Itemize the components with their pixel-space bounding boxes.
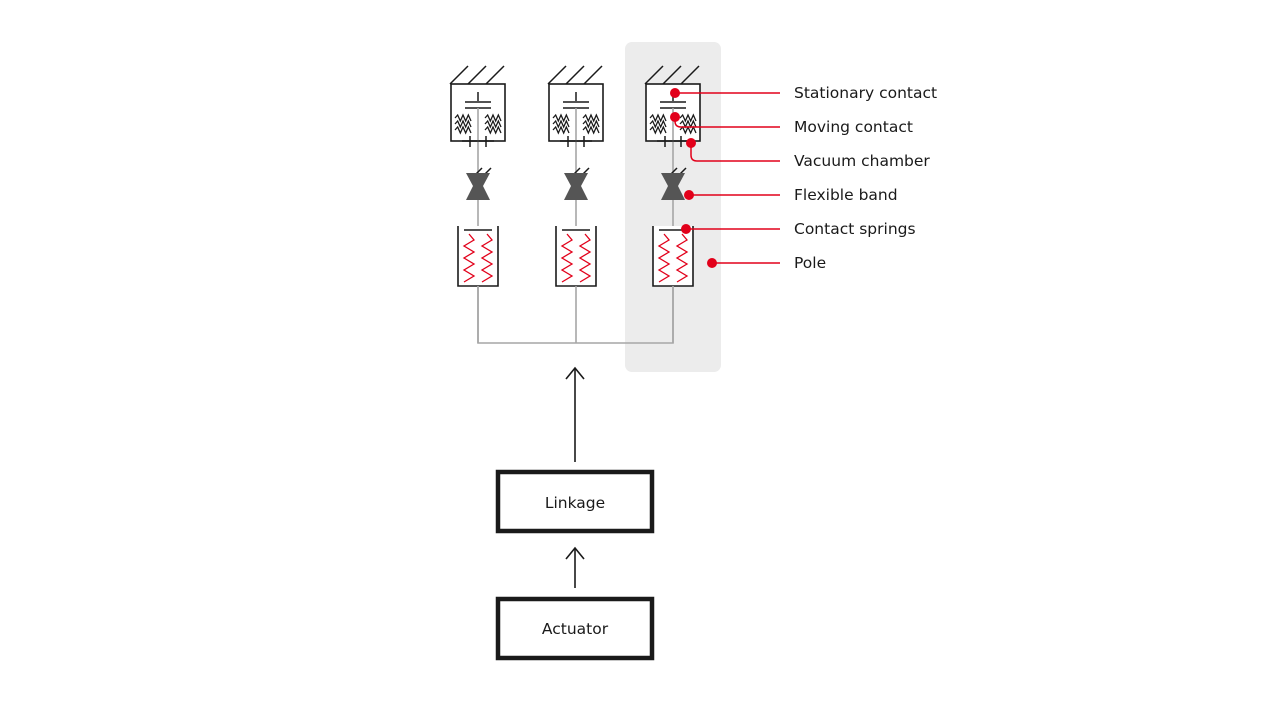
contact-spring <box>578 233 592 283</box>
bellows-right <box>582 113 600 123</box>
pole-2 <box>547 65 604 343</box>
terminal-line <box>644 65 664 85</box>
terminal-line <box>547 65 567 85</box>
bellows-left <box>552 113 570 123</box>
linkage-label: Linkage <box>545 494 605 512</box>
flexible-band <box>661 173 685 200</box>
flexible-band <box>466 173 490 200</box>
spring-housing <box>457 226 499 287</box>
callout-flexible-band: Flexible band <box>684 186 898 204</box>
label-moving-contact: Moving contact <box>794 118 913 136</box>
callout-moving-contact: Moving contact <box>670 112 913 136</box>
terminal-line <box>467 65 487 85</box>
actuator-label: Actuator <box>542 620 609 638</box>
actuator-box: Actuator <box>495 596 655 661</box>
bellows-left-2 <box>454 119 472 129</box>
label-flexible-band: Flexible band <box>794 186 898 204</box>
linkage-arrow-head <box>565 366 585 380</box>
callout-contact-springs: Contact springs <box>681 220 916 238</box>
bellows-right <box>484 113 502 123</box>
callout-pole: Pole <box>707 254 826 272</box>
bellows-left-2 <box>649 119 667 129</box>
bellows-right-3 <box>582 125 600 135</box>
bellows-left-3 <box>649 125 667 135</box>
spring-housing <box>555 226 597 287</box>
actuator-arrow-head <box>565 546 585 560</box>
label-contact-springs: Contact springs <box>794 220 916 238</box>
bellows-right-2 <box>582 119 600 129</box>
contact-spring <box>480 233 494 283</box>
callout-vacuum-chamber: Vacuum chamber <box>686 138 930 170</box>
flexible-band <box>564 173 588 200</box>
label-vacuum-chamber: Vacuum chamber <box>794 152 930 170</box>
contact-spring <box>462 233 476 283</box>
bellows-left <box>649 113 667 123</box>
bellows-left-3 <box>454 125 472 135</box>
bellows-right-2 <box>484 119 502 129</box>
bellows-right-3 <box>484 125 502 135</box>
bellows-right-2 <box>679 119 697 129</box>
terminal-line <box>680 65 700 85</box>
contact-spring <box>560 233 574 283</box>
linkage-box: Linkage <box>495 469 655 534</box>
bellows-right <box>679 113 697 123</box>
spring-housing <box>652 226 694 287</box>
contact-spring <box>675 233 689 283</box>
linkage-bus-line <box>477 286 674 344</box>
label-pole: Pole <box>794 254 826 272</box>
contact-spring <box>657 233 671 283</box>
terminal-line <box>565 65 585 85</box>
bellows-left-2 <box>552 119 570 129</box>
bellows-left-3 <box>552 125 570 135</box>
terminal-line <box>485 65 505 85</box>
terminal-line <box>583 65 603 85</box>
label-stationary-contact: Stationary contact <box>794 84 937 102</box>
bellows-left <box>454 113 472 123</box>
terminal-line <box>449 65 469 85</box>
callout-stationary-contact: Stationary contact <box>670 84 937 102</box>
terminal-line <box>662 65 682 85</box>
